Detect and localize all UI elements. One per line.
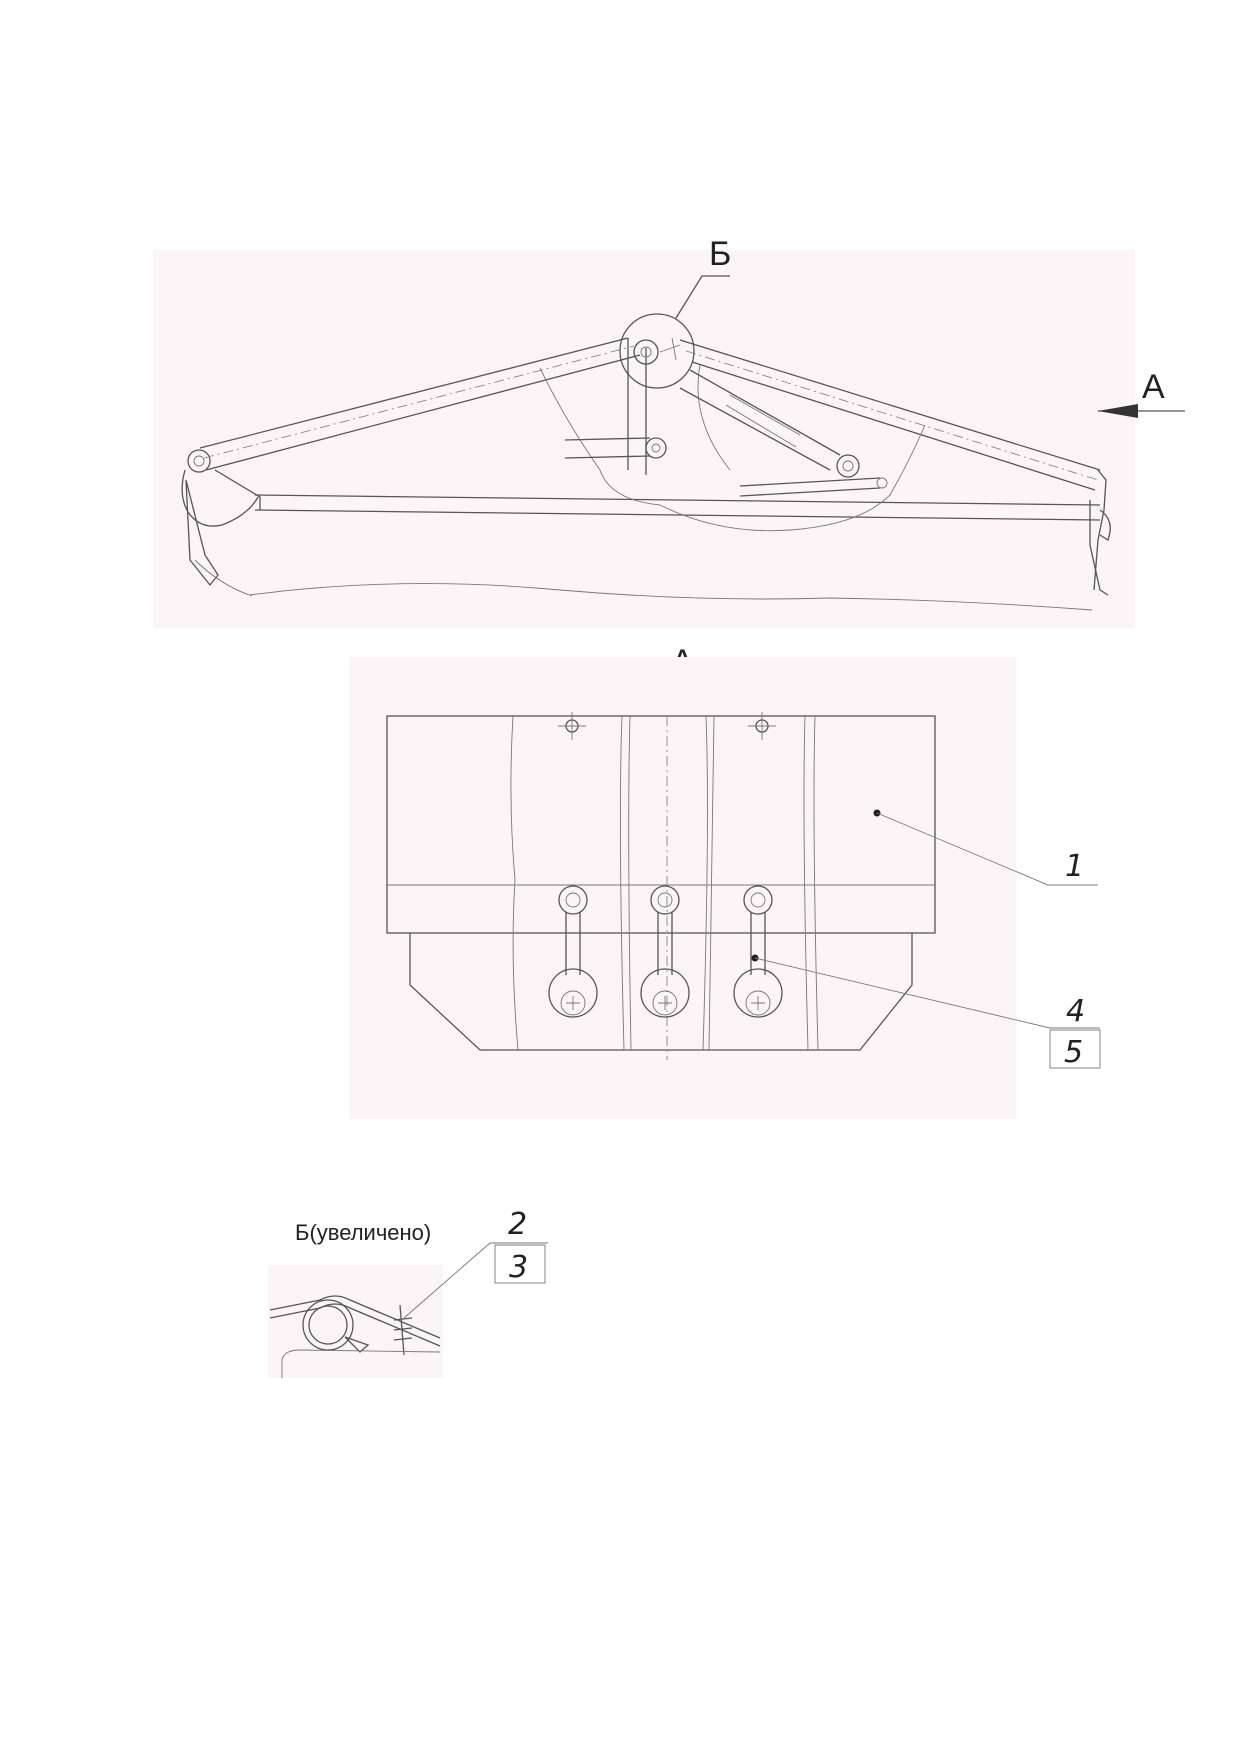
cylinder-end-eye [836,454,860,478]
view-a: А [349,643,1101,1119]
hanging-loop-right [733,885,783,1018]
central-post [627,338,647,475]
callout-5-label: 5 [1064,1035,1083,1070]
callout-4-leader [754,957,1100,1029]
left-pulley [187,449,211,473]
cylinder-rod [725,394,801,448]
detail-b-bolt [344,1336,370,1353]
detail-b-bolt-stem [393,1304,413,1356]
callout-2-leader [403,1242,548,1319]
strip-3 [708,715,809,1051]
callout-2-label: 2 [508,1207,527,1242]
arm-dash-right [685,350,1099,481]
callout-3-label: 3 [509,1250,528,1285]
callout-1-leader [876,812,1098,886]
strip-2 [628,715,708,1051]
fabric-left-edge [194,559,253,597]
detail-b-background [268,1265,443,1378]
arm-dash-left [203,345,635,459]
callout-1-label: 1 [1065,849,1084,884]
detail-b-title: Б(увеличено) [295,1220,431,1245]
detail-b-frame [281,1349,441,1378]
callout-5-box [1049,1029,1101,1069]
main-view-background [153,250,1135,628]
cutaway-bottom-edge [659,424,926,532]
main-side-view: Б А [153,235,1185,628]
fabric-outline [249,583,1093,611]
post-pin-eye [645,437,667,459]
left-arm [199,337,641,471]
right-arm [679,339,1101,491]
right-end-hook [1093,469,1107,591]
cylinder-strut [679,369,841,471]
left-end-hook [181,469,259,527]
roof-pulley-inner [640,346,652,358]
detail-b-fabric-top [269,1295,441,1339]
top-fastener-left-cross [558,712,586,740]
roof-tensioner [659,337,681,361]
left-hanging-bracket [185,479,219,587]
detail-b-leader [675,275,730,319]
detail-b-enlarged: Б(увеличено) 2 3 [268,1207,548,1378]
left-beam-cap [214,469,261,510]
top-panel [386,715,936,934]
view-a-arrowhead [1098,404,1138,418]
lower-link-bolt [876,477,888,489]
callout-4-label: 4 [1066,994,1085,1029]
detail-b-circle [619,313,695,389]
roof-pulley [633,339,659,365]
post-pin [564,437,651,459]
detail-b-pipe-inner [308,1305,348,1345]
right-bracket [1089,500,1109,596]
cutaway-left-edge [539,367,661,506]
hanging-loop-center [640,885,690,1018]
hanging-loop-left [548,885,598,1018]
strip-4 [813,715,819,1051]
lower-trapezoid [409,933,913,1051]
top-fastener-right-cross [748,712,776,740]
cutaway-right-edge [697,364,731,471]
callout-3-box [494,1244,546,1284]
view-a-arrow-label: А [1142,368,1165,406]
detail-b-label: Б [709,235,731,273]
lower-link [739,477,881,497]
strip-1 [510,715,625,1051]
right-hanging-clip [1099,509,1111,541]
left-pulley-inner [193,455,205,467]
bottom-beam [254,494,1101,521]
cylinder-end-eye-inner [842,460,854,472]
view-a-background [349,657,1016,1119]
post-pin-eye-inner [651,443,661,453]
